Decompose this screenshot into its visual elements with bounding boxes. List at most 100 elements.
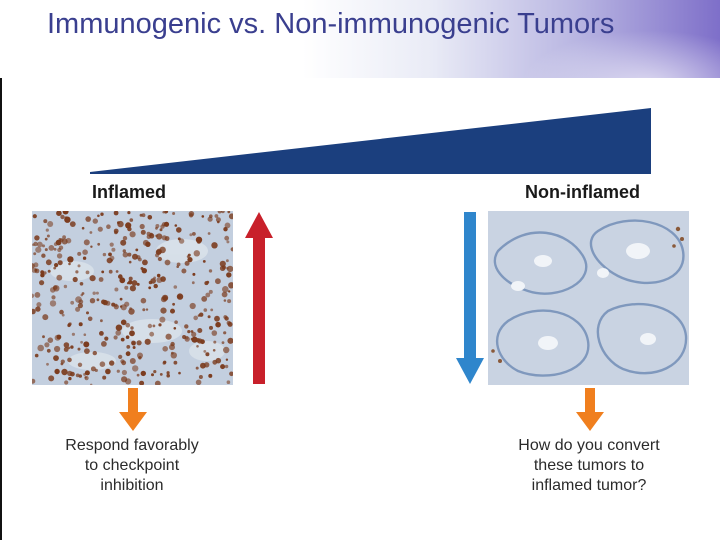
stain-cell: [224, 299, 227, 302]
stain-cell: [119, 277, 125, 283]
stain-cell: [156, 277, 162, 283]
stain-cell: [158, 257, 162, 261]
stain-cell: [192, 273, 195, 276]
stain-cell: [227, 299, 231, 303]
stain-cell: [59, 238, 62, 241]
stain-cell: [199, 313, 203, 317]
stain-cell: [177, 263, 181, 267]
stain-cell: [120, 298, 123, 301]
arrow-down-icon: [118, 388, 148, 432]
stain-cell: [151, 373, 154, 376]
stain-cell: [85, 376, 89, 380]
stain-cell: [126, 345, 130, 349]
stain-cell: [138, 356, 141, 359]
stain-cell: [228, 290, 230, 292]
stain-cell: [196, 237, 202, 243]
stain-cell: [86, 311, 89, 314]
stain-cell: [83, 341, 89, 347]
stain-cell: [114, 288, 118, 292]
stain-cell: [224, 316, 228, 320]
non-inflamed-tissue-image: [488, 211, 689, 385]
stain-cell: [58, 260, 63, 265]
stain-cell: [209, 214, 213, 218]
stain-cell: [169, 344, 175, 350]
stain-cell: [48, 270, 51, 273]
arrow-down-icon: [455, 212, 485, 387]
stain-cell: [82, 227, 85, 230]
stain-cell: [204, 308, 208, 312]
stain-cell: [77, 252, 81, 256]
stain-cell: [128, 308, 134, 314]
stain-cell: [126, 335, 130, 339]
stain-cell: [206, 281, 209, 284]
stain-cell: [184, 324, 188, 328]
stain-cell: [72, 333, 75, 336]
stain-cell: [129, 261, 132, 264]
inflamed-caption: Respond favorably to checkpoint inhibiti…: [47, 436, 217, 496]
caption-line: inflamed tumor?: [499, 476, 679, 496]
stain-cell: [80, 282, 84, 286]
stain-cell: [193, 316, 198, 321]
stain-cell: [212, 330, 218, 336]
stain-cell: [192, 232, 196, 236]
stain-cell: [163, 361, 166, 364]
stain-cell: [147, 232, 151, 236]
stain-cell: [178, 372, 181, 375]
stain-cell: [90, 275, 96, 281]
stain-cell: [93, 351, 97, 355]
stain-cell: [100, 213, 103, 216]
stain-cell: [172, 212, 175, 215]
stain-cell: [42, 335, 45, 338]
stain-cell: [222, 292, 228, 298]
stain-cell: [128, 280, 132, 284]
stain-cell: [196, 367, 199, 370]
stain-cell: [68, 263, 71, 266]
stain-cell: [220, 364, 225, 369]
stain-cell: [93, 292, 96, 295]
stain-cell: [156, 249, 162, 255]
stain-cell: [84, 348, 90, 354]
stain-cell: [83, 257, 86, 260]
stain-cell: [197, 328, 202, 333]
stain-cell: [223, 347, 229, 353]
stain-cell: [54, 263, 58, 267]
stain-cell: [199, 375, 203, 379]
stain-cell: [90, 298, 95, 303]
stain-cell: [88, 317, 93, 322]
stain-cell: [98, 227, 103, 232]
stain-cell: [124, 286, 128, 290]
stain-cell: [181, 269, 186, 274]
stain-cell: [130, 358, 136, 364]
stain-cell: [84, 239, 90, 245]
stain-cell: [107, 258, 113, 264]
stain-cell: [141, 298, 147, 304]
stain-cell: [148, 286, 151, 289]
inflamed-tissue-image: [32, 211, 233, 385]
stain-cell: [157, 274, 161, 278]
stain-cell: [37, 242, 43, 248]
stain-cell: [204, 362, 209, 367]
stain-cell: [167, 371, 170, 374]
stain-cell: [166, 374, 170, 378]
stain-cell: [140, 214, 143, 217]
stain-cell: [67, 358, 72, 363]
stain-cell: [46, 259, 52, 265]
stain-cell: [213, 341, 216, 344]
stain-cell: [174, 327, 177, 330]
stain-cell: [118, 355, 122, 359]
stain-cell: [194, 250, 200, 256]
stain-cell: [35, 306, 40, 311]
stain-cell: [179, 238, 184, 243]
stain-cell: [62, 235, 66, 239]
stain-cell: [111, 303, 115, 307]
stain-cell: [175, 224, 178, 227]
stain-cell: [35, 292, 41, 298]
caption-line: How do you convert: [499, 436, 679, 456]
stain-cell: [129, 330, 135, 336]
stain-cell: [210, 309, 213, 312]
stain-cell: [125, 378, 131, 384]
caption-line: these tumors to: [499, 456, 679, 476]
stain-cell: [222, 286, 229, 293]
inflamed-label: Inflamed: [92, 182, 166, 203]
stain-cell: [226, 259, 229, 262]
